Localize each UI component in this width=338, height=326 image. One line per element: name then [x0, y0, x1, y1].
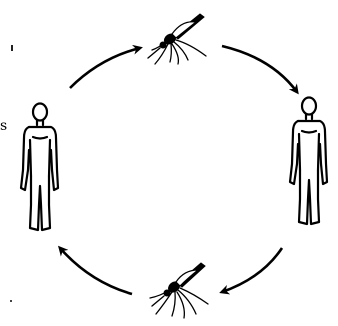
arrow-mosquito-bottom-to-human-left	[60, 248, 132, 294]
arrow-human-left-to-mosquito-top	[70, 48, 140, 88]
arrow-mosquito-top-to-human-right	[222, 46, 297, 92]
human-figure-icon	[290, 98, 327, 225]
mosquito-icon	[148, 14, 206, 64]
mosquito-icon	[150, 263, 208, 318]
arrow-human-right-to-mosquito-bottom	[222, 248, 282, 292]
human-figure-icon	[21, 104, 58, 231]
